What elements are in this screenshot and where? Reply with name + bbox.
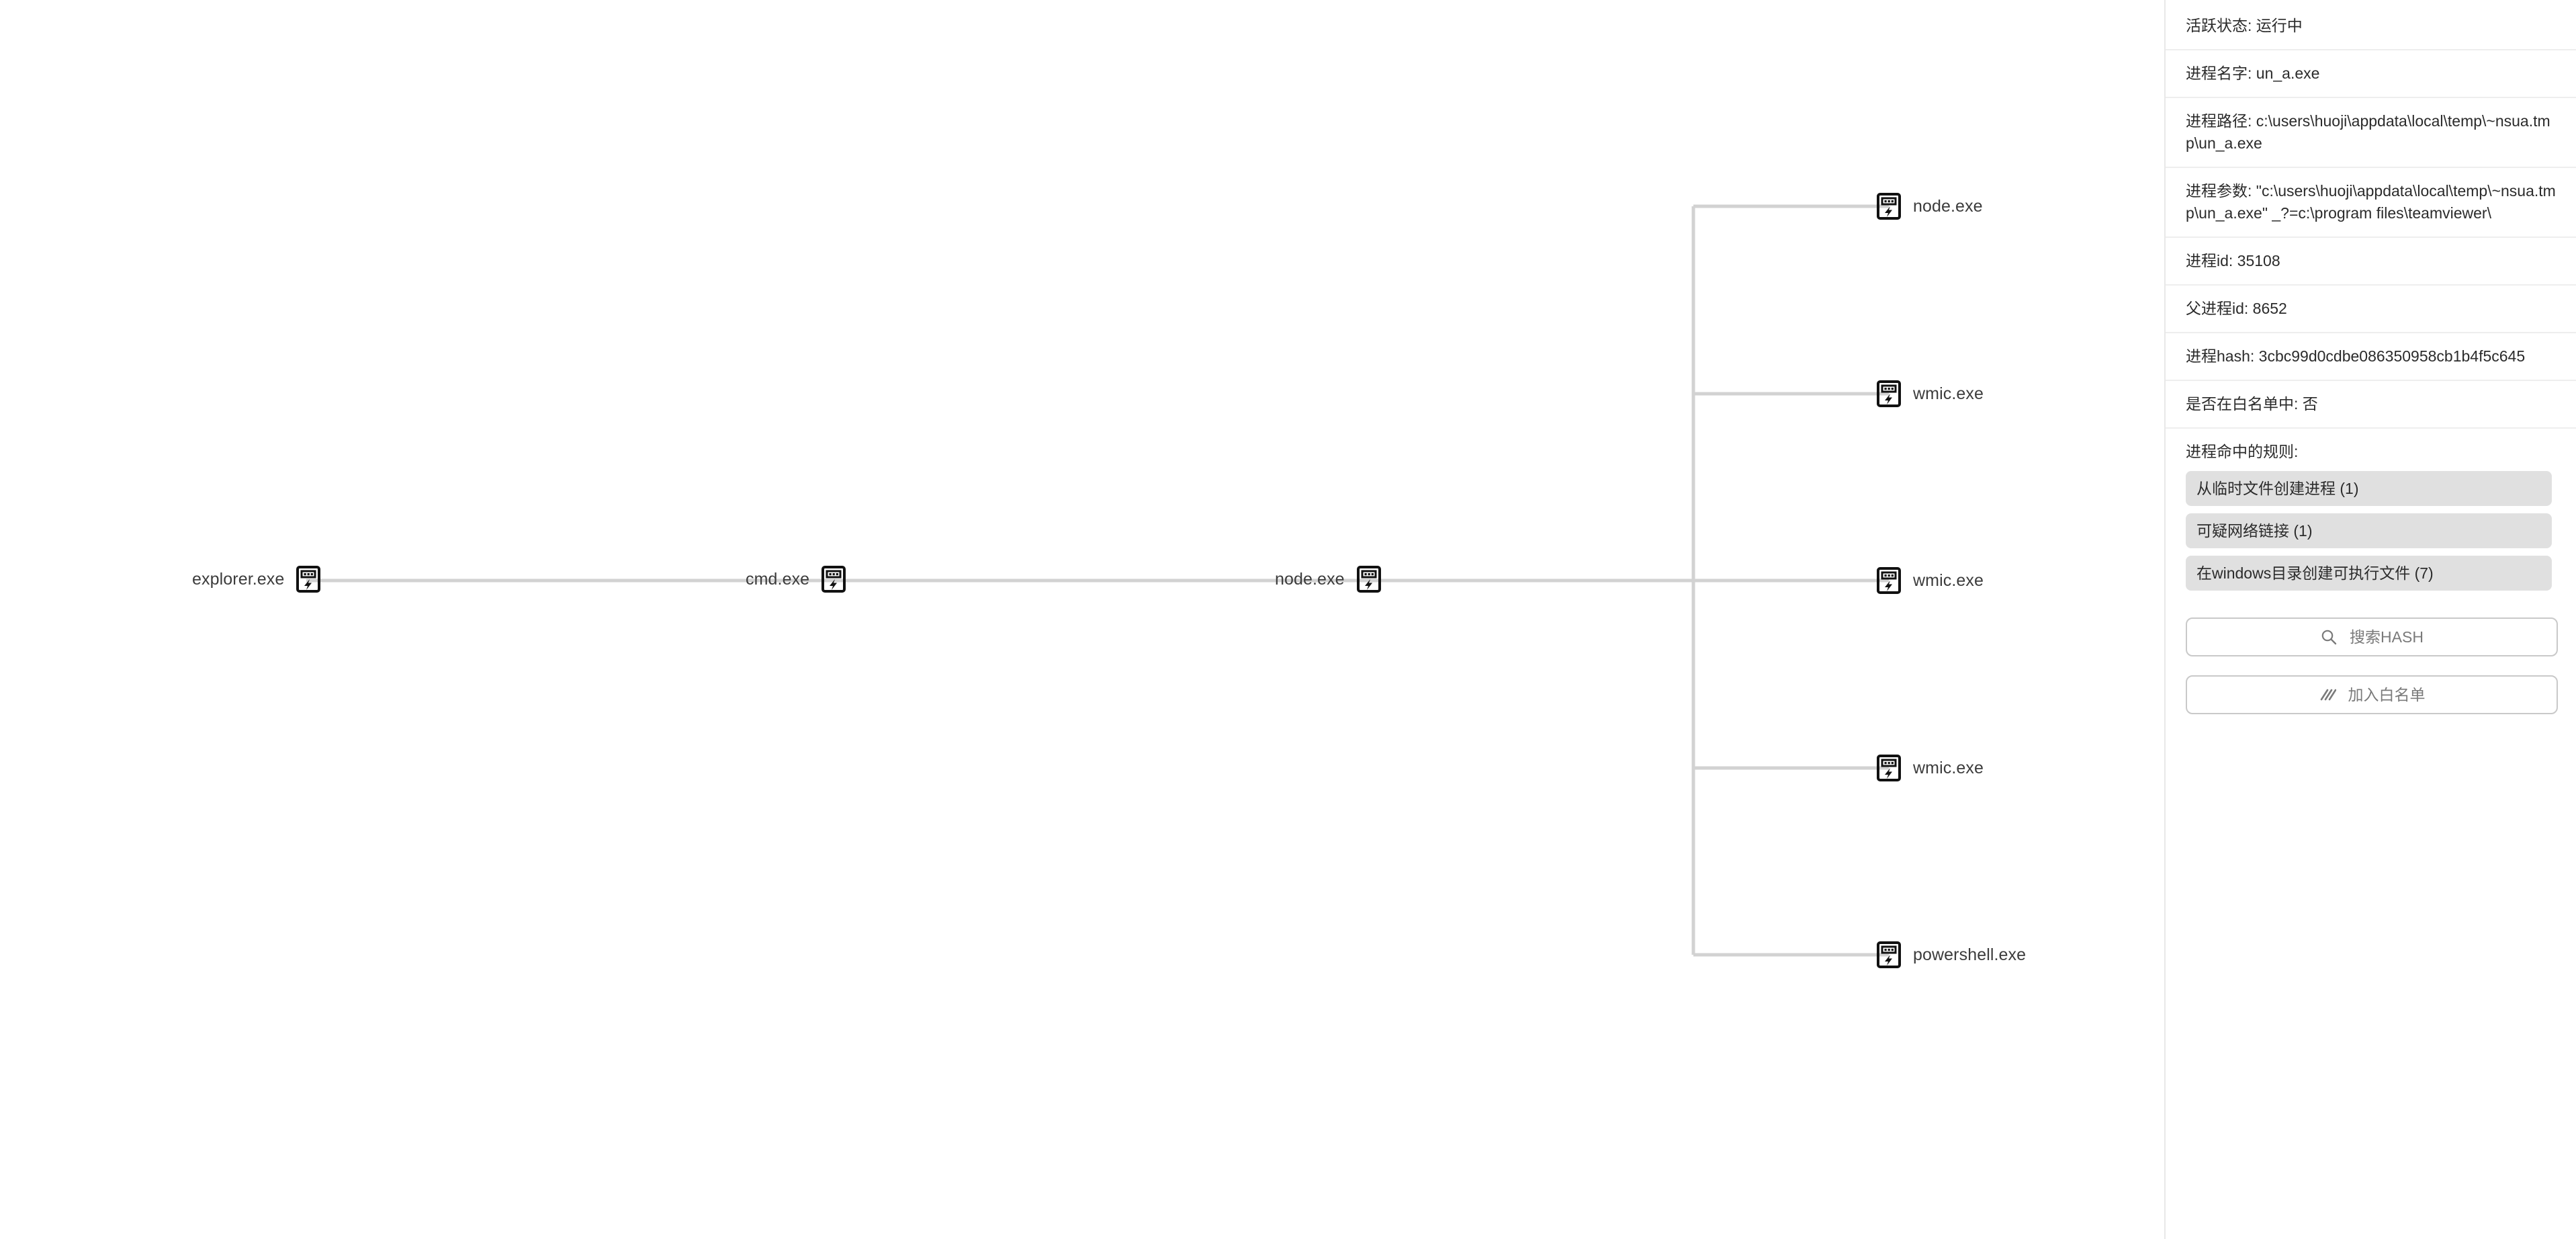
process-node-label: powershell.exe: [1913, 945, 2027, 964]
detail-row-process-hash: 进程hash: 3cbc99d0cdbe086350958cb1b4f5c645: [2166, 333, 2576, 381]
process-node-label: wmic.exe: [1913, 384, 1984, 403]
detail-row-active-state: 活跃状态: 运行中: [2166, 0, 2576, 50]
process-node-child-powershell[interactable]: powershell.exe: [1874, 939, 2026, 970]
search-icon: [2320, 628, 2338, 646]
matched-rules-title: 进程命中的规则:: [2186, 443, 2299, 460]
detail-row-parent-process-id: 父进程id: 8652: [2166, 286, 2576, 333]
console-lightning-icon: [1874, 940, 1904, 970]
process-node-label: cmd.exe: [746, 570, 810, 589]
process-node-label: wmic.exe: [1913, 571, 1984, 590]
console-lightning-icon: [294, 564, 323, 594]
process-node-explorer[interactable]: explorer.exe: [192, 564, 323, 595]
process-node-label: node.exe: [1275, 570, 1345, 589]
panel-action-area: 搜索HASH 加入白名单: [2166, 597, 2576, 714]
detail-row-matched-rules: 进程命中的规则: 从临时文件创建进程 (1) 可疑网络链接 (1) 在windo…: [2166, 429, 2576, 597]
diagonal-stripes-icon: [2319, 686, 2336, 703]
console-lightning-icon: [1874, 191, 1904, 221]
process-node-child-wmic-2[interactable]: wmic.exe: [1874, 565, 1984, 596]
detail-row-process-path: 进程路径: c:\users\huoji\appdata\local\temp\…: [2166, 98, 2576, 168]
rule-tag[interactable]: 在windows目录创建可执行文件 (7): [2186, 556, 2552, 591]
process-detail-panel: 活跃状态: 运行中 进程名字: un_a.exe 进程路径: c:\users\…: [2164, 0, 2576, 1239]
detail-row-in-whitelist: 是否在白名单中: 否: [2166, 381, 2576, 429]
console-lightning-icon: [1874, 566, 1904, 595]
process-node-node[interactable]: node.exe: [1275, 564, 1384, 595]
process-tree-canvas[interactable]: explorer.exe cmd.exe: [0, 0, 2164, 1239]
process-tree-edges: [306, 204, 1889, 957]
detail-row-process-id: 进程id: 35108: [2166, 238, 2576, 286]
detail-row-process-args: 进程参数: "c:\users\huoji\appdata\local\temp…: [2166, 168, 2576, 238]
add-whitelist-label: 加入白名单: [2348, 685, 2426, 703]
console-lightning-icon: [1874, 379, 1904, 409]
process-node-label: node.exe: [1913, 197, 1983, 216]
console-lightning-icon: [819, 564, 848, 594]
search-hash-label: 搜索HASH: [2350, 628, 2424, 646]
detail-row-process-name: 进程名字: un_a.exe: [2166, 50, 2576, 98]
process-node-child-node[interactable]: node.exe: [1874, 191, 1983, 222]
process-node-cmd[interactable]: cmd.exe: [746, 564, 848, 595]
console-lightning-icon: [1354, 564, 1384, 594]
rule-tag[interactable]: 从临时文件创建进程 (1): [2186, 471, 2552, 506]
console-lightning-icon: [1874, 753, 1904, 783]
search-hash-button[interactable]: 搜索HASH: [2186, 617, 2558, 656]
process-node-child-wmic-3[interactable]: wmic.exe: [1874, 753, 1984, 783]
process-node-child-wmic-1[interactable]: wmic.exe: [1874, 378, 1984, 409]
add-whitelist-button[interactable]: 加入白名单: [2186, 675, 2558, 714]
process-node-label: explorer.exe: [192, 570, 285, 589]
process-node-label: wmic.exe: [1913, 759, 1984, 777]
rule-tag[interactable]: 可疑网络链接 (1): [2186, 513, 2552, 548]
